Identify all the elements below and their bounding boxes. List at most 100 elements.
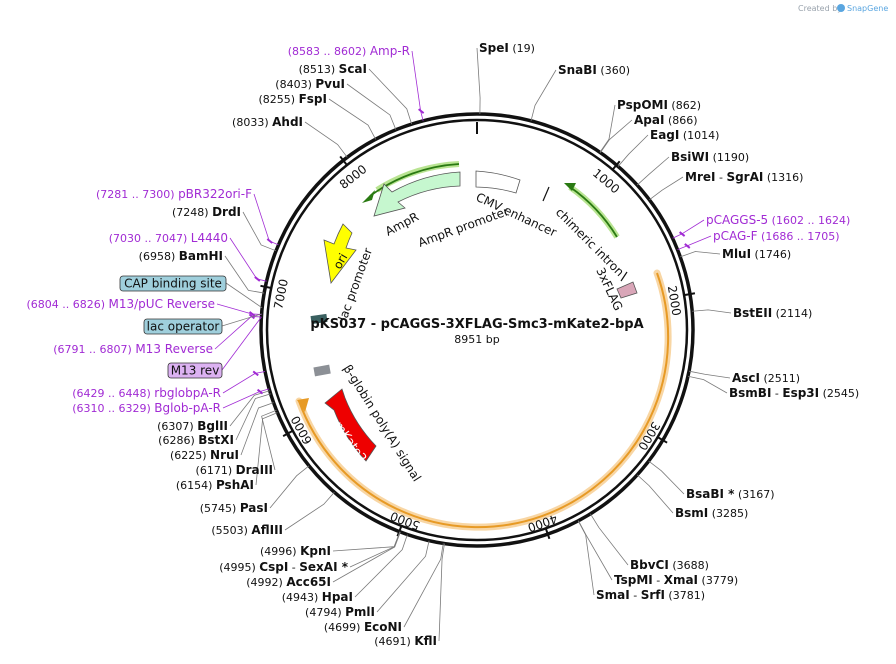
enzyme-leader [636, 474, 674, 514]
enzyme-leader [636, 156, 670, 186]
ampr-label: AmpR [383, 209, 421, 238]
enzyme-leader [649, 176, 684, 201]
enzyme-site-14: TspMI - XmaI (3779) [614, 573, 738, 587]
boxed-leader [221, 313, 262, 327]
site-labels: SpeI (19)SnaBI (360)PspOMI (862)ApaI (86… [26, 41, 859, 648]
enzyme-name: PvuI [315, 77, 345, 91]
enzyme-name: AflIII [251, 523, 283, 537]
enzyme-leader [692, 309, 732, 314]
enzyme-leader [332, 531, 401, 583]
enzyme-pos: (2511) [760, 372, 800, 385]
enzyme-name: TspMI [614, 573, 653, 587]
enzyme-name: BamHI [179, 249, 223, 263]
enzyme-pos: (360) [597, 64, 630, 77]
enzyme-name: BbvCI [630, 558, 669, 572]
enzyme-leader [599, 104, 616, 153]
enzyme-name: DrdI [212, 205, 241, 219]
enzyme-site-16: (4691) KflI [374, 634, 437, 648]
enzyme-name: BstXI [198, 433, 234, 447]
enzyme-name: KflI [414, 634, 437, 648]
amp-direction-arc [369, 163, 460, 197]
enzyme-pos: (2114) [772, 307, 812, 320]
enzyme-pos: (4699) [324, 621, 364, 634]
enzyme-name2: SgrAI [726, 170, 763, 184]
tick-4000 [544, 528, 551, 540]
enzyme-site-28: (6286) BstXI [158, 433, 234, 447]
enzyme-sep: - [288, 561, 299, 574]
primer-site-0: (8583 .. 8602) Amp-R [288, 44, 410, 58]
tick-label-2000: 2000 [665, 284, 684, 316]
boxed-leader [225, 282, 263, 309]
enzyme-site-10: BsmBI - Esp3I (2545) [729, 386, 859, 400]
enzyme-name: SmaI [596, 588, 630, 602]
ori-label: ori [330, 251, 350, 272]
enzyme-site-11: BsaBI * (3167) [686, 487, 775, 501]
enzyme-pos: (1746) [751, 248, 791, 261]
tick-label-8000: 8000 [337, 162, 370, 192]
enzyme-name: ScaI [339, 62, 367, 76]
enzyme-site-33: (8255) FspI [259, 92, 327, 106]
enzyme-name: BsiWI [671, 150, 709, 164]
enzyme-leader [224, 255, 265, 294]
boxed-feature-label: M13 rev [171, 364, 220, 378]
enzyme-pos: (2545) [819, 387, 859, 400]
ampr-promoter-feature [475, 170, 521, 194]
primer-site-1: pCAGGS-5 (1602 .. 1624) [706, 213, 850, 227]
primer-pos: (6310 .. 6329) [72, 402, 154, 415]
enzyme-leader [332, 531, 401, 552]
enzyme-site-19: (4943) HpaI [282, 590, 353, 604]
snapgene-logo [837, 4, 845, 12]
enzyme-name: BsmBI [729, 386, 771, 400]
enzyme-site-5: BsiWI (1190) [671, 150, 749, 164]
enzyme-name: ApaI [634, 113, 664, 127]
enzyme-pos: (3167) [734, 488, 774, 501]
primer-pos: (6791 .. 6807) [53, 343, 135, 356]
enzyme-pos: (3688) [669, 559, 709, 572]
enzyme-pos: (6286) [158, 434, 198, 447]
primer-pos: (7030 .. 7047) [109, 232, 191, 245]
enzyme-name: CspI [259, 560, 288, 574]
enzyme-pos: (8403) [275, 78, 315, 91]
enzyme-site-25: (6154) PshAI [176, 478, 254, 492]
enzyme-site-27: (6225) NruI [170, 448, 239, 462]
enzyme-sep: - [630, 589, 641, 602]
primer-site-5: (6804 .. 6826) M13/pUC Reverse [26, 297, 215, 311]
boxed-feature-box [143, 318, 223, 335]
enzyme-site-18: (4794) PmlI [305, 605, 375, 619]
enzyme-leader [376, 540, 430, 613]
enzyme-pos: (7248) [172, 206, 212, 219]
primer-leader [411, 50, 424, 121]
credit-brand: SnapGene [847, 4, 888, 13]
ori-feature [323, 223, 357, 284]
boxed-feature-label: CAP binding site [124, 277, 222, 291]
primer-pos: (1686 .. 1705) [758, 230, 840, 243]
plasmid-length: 8951 bp [454, 333, 499, 346]
enzyme-leader [438, 543, 445, 642]
enzyme-name: AscI [732, 371, 760, 385]
enzyme-pos: (1014) [679, 129, 719, 142]
enzyme-name: MreI [685, 170, 715, 184]
enzyme-site-0: SpeI (19) [479, 41, 535, 55]
enzyme-name2: SrfI [641, 588, 665, 602]
enzyme-name: SnaBI [558, 63, 597, 77]
ampr-feature [373, 171, 461, 217]
enzyme-leader [269, 465, 310, 509]
enzyme-leader [680, 251, 721, 258]
enzyme-name2: Esp3I [782, 386, 819, 400]
enzyme-site-15: SmaI - SrfI (3781) [596, 588, 705, 602]
enzyme-site-17: (4699) EcoNI [324, 620, 402, 634]
enzyme-site-2: PspOMI (862) [617, 98, 701, 112]
enzyme-site-6: MreI - SgrAI (1316) [685, 170, 803, 184]
backbone-inner [265, 118, 689, 542]
chimeric-intron-mark [542, 186, 550, 202]
enzyme-leader [261, 409, 277, 471]
primer-site-8: (6310 .. 6329) Bglob-pA-R [72, 401, 221, 415]
flag-mark [620, 271, 628, 282]
enzyme-site-31: (7248) DrdI [172, 205, 241, 219]
enzyme-leader [235, 393, 271, 441]
enzyme-name: NruI [210, 448, 239, 462]
enzyme-name: DraIII [236, 463, 273, 477]
enzyme-leader [242, 211, 277, 252]
enzyme-site-4: EagI (1014) [650, 128, 719, 142]
